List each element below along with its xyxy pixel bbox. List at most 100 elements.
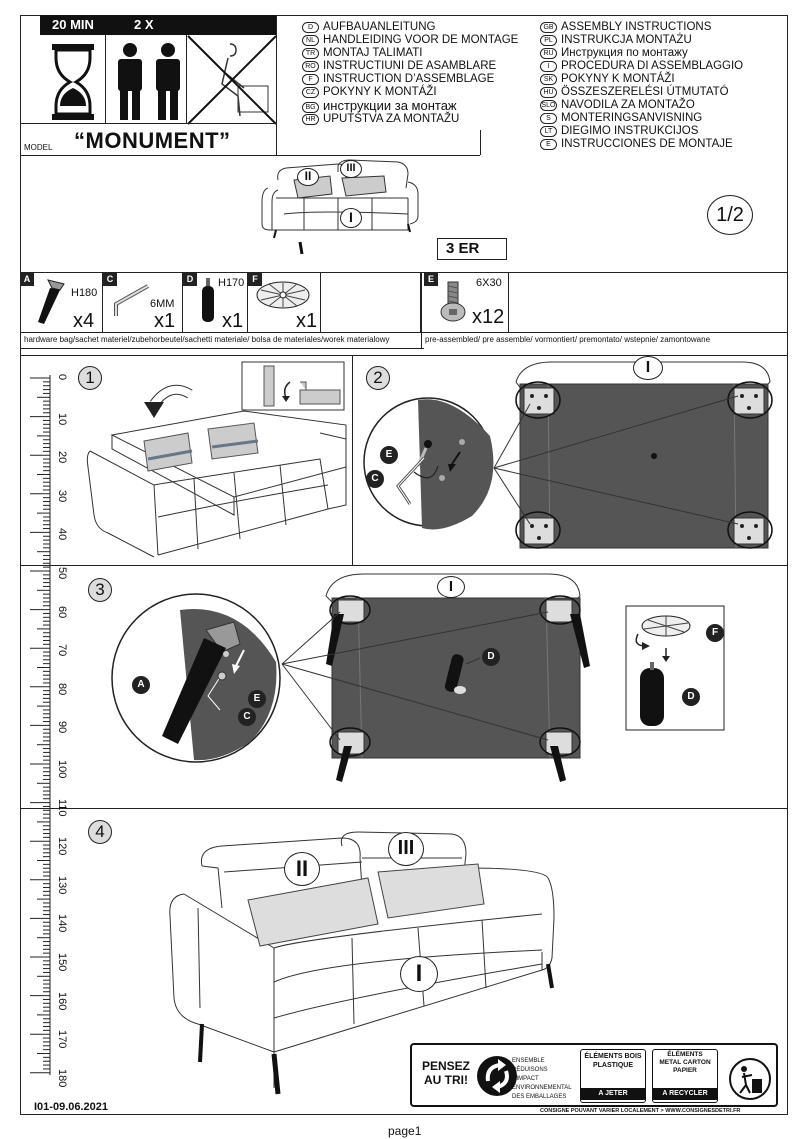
allen-key-icon [114, 284, 149, 316]
label-part-ii-overview: II [297, 168, 319, 186]
part-c-letter: C [103, 272, 117, 286]
part-a-size: H180 [71, 287, 98, 299]
divider [276, 15, 277, 155]
part-e-qty: x12 [472, 306, 505, 328]
callout-d-detail: D [682, 688, 700, 706]
leg-a-icon [38, 279, 65, 324]
step-3-number: 3 [88, 578, 112, 602]
part-e-cell [424, 272, 509, 332]
part-a-letter: A [20, 272, 34, 286]
rotate-arrow-icon [144, 384, 193, 418]
callout-d-step3: D [482, 648, 500, 666]
sofa-underside-step2 [515, 361, 773, 549]
hardware-bag-caption: hardware bag/sachet materiel/zubehorbeut… [24, 335, 390, 344]
divider [20, 808, 788, 809]
label-part-ii-step4: II [284, 852, 320, 886]
sofa-step1-illustration [86, 410, 347, 558]
divider [186, 35, 187, 123]
step-4-number: 4 [88, 820, 112, 844]
label-part-iii-overview: III [340, 160, 362, 178]
callout-f-detail: F [706, 624, 724, 642]
label-part-i-step4: I [400, 956, 438, 992]
part-d-letter: D [183, 272, 197, 286]
label-part-i-step3: I [437, 576, 465, 598]
step-2-number: 2 [366, 366, 390, 390]
sofa-final-illustration [169, 831, 555, 1095]
part-d-qty: x1 [222, 310, 244, 332]
callout-a-step3: A [132, 676, 150, 694]
divider [20, 272, 788, 273]
header-bar: 20 MIN 2 X [40, 15, 276, 35]
callout-e-step2: E [380, 446, 398, 464]
part-f-letter: F [248, 272, 262, 286]
persons-count: 2 X [134, 17, 154, 32]
callout-e-step3: E [248, 690, 266, 708]
divider [20, 123, 276, 124]
divider [480, 130, 481, 155]
label-part-i-overview: I [340, 208, 362, 228]
a-recycler-label: A RECYCLER [653, 1088, 717, 1100]
divider [20, 565, 788, 566]
label-part-i-step2: I [633, 356, 663, 380]
no-single-lift-icon [187, 35, 277, 125]
page-number: page1 [388, 1124, 422, 1138]
callout-c-step2: C [366, 470, 384, 488]
assembly-time: 20 MIN [52, 17, 94, 32]
leg-d-icon [202, 278, 214, 322]
model-name: “MONUMENT” [74, 128, 231, 153]
model-label: MODEL [24, 143, 53, 152]
part-d-cell [183, 272, 248, 332]
label-part-iii-step4: III [388, 832, 424, 866]
divider [424, 332, 788, 333]
divider [20, 348, 424, 349]
step-1-number: 1 [78, 366, 102, 390]
hourglass-icon [52, 44, 94, 120]
part-divider [421, 272, 422, 332]
a-jeter-label: A JETER [581, 1088, 645, 1100]
orientation-hint-icon [241, 361, 345, 411]
part-f-cell [248, 272, 321, 332]
variant-label: 3 ER [437, 238, 507, 260]
part-d-size: H170 [218, 277, 245, 289]
divider [20, 332, 424, 333]
mounting-plate-icon [256, 281, 310, 309]
divider [20, 155, 480, 156]
part-c-size: 6MM [150, 298, 175, 310]
detail-magnifier-step2 [363, 397, 494, 530]
part-f-qty: x1 [296, 310, 318, 332]
part-a-qty: x4 [73, 310, 95, 332]
part-c-qty: x1 [154, 310, 176, 332]
sofa-overview-illustration [261, 159, 419, 255]
document-code: I01-09.06.2021 [34, 1101, 109, 1113]
part-e-letter: E [424, 272, 438, 286]
callout-c-step3: C [238, 708, 256, 726]
measurement-ruler [30, 375, 51, 1075]
part-empty-cell [321, 272, 421, 332]
recycling-consigne: CONSIGNE POUVANT VARIER LOCALEMENT > WWW… [540, 1108, 741, 1114]
two-persons-icon [118, 43, 180, 120]
recycle-arrows-icon [477, 1056, 517, 1096]
part-c-cell [103, 272, 183, 332]
